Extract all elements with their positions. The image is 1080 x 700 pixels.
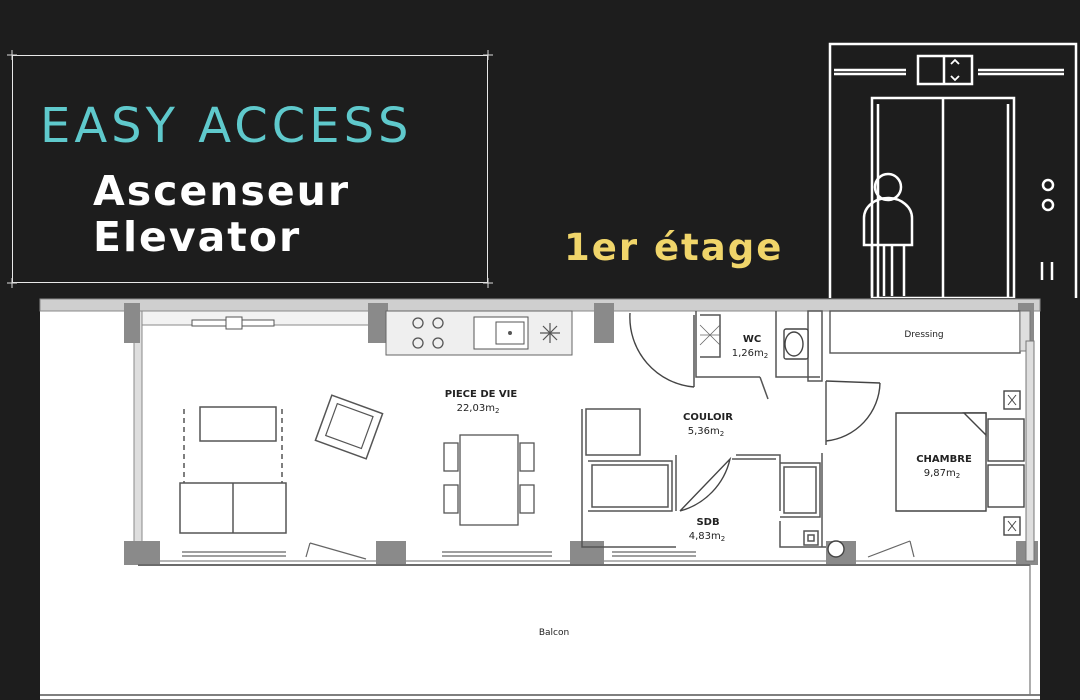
left-wall — [133, 310, 143, 562]
frame-corner-ornament — [483, 50, 493, 60]
room-name-couloir: COULOIR — [683, 412, 733, 423]
cooktop — [412, 317, 444, 349]
room-area-couloir: 5,36m2 — [688, 426, 724, 438]
room-name-wc: WC — [743, 334, 761, 345]
elevator-icon — [828, 42, 1078, 298]
floor-plan: PIECE DE VIE 22,03m2 COULOIR 5,36m2 WC 1… — [39, 298, 1041, 700]
room-name-balcon: Balcon — [539, 628, 569, 638]
column — [594, 303, 614, 343]
floor-label: 1er étage — [564, 226, 784, 269]
right-wall — [1019, 310, 1031, 352]
window-handle — [225, 316, 243, 330]
right-wall — [1025, 340, 1035, 562]
interior-walls — [581, 408, 826, 548]
room-area-chambre: 9,87m2 — [924, 468, 960, 480]
window-bottom — [182, 540, 915, 560]
column — [124, 303, 140, 343]
shower-hatch — [699, 324, 721, 346]
frame-corner-ornament — [483, 278, 493, 288]
sofa — [179, 406, 287, 534]
toilet-icon — [783, 328, 809, 360]
banner-frame — [7, 50, 493, 288]
door-chambre — [825, 382, 881, 442]
top-wall — [39, 298, 1041, 312]
kitchen-sink — [473, 316, 529, 350]
frame-corner-ornament — [7, 278, 17, 288]
balcony-area — [40, 565, 1040, 700]
banner-subtitle-fr: Ascenseur — [93, 167, 351, 215]
column — [368, 303, 388, 343]
banner-title: EASY ACCESS — [40, 98, 413, 154]
room-area-wc: 1,26m2 — [732, 348, 768, 360]
room-area-sdb: 4,83m2 — [689, 531, 725, 543]
room-name-sdb: SDB — [696, 517, 719, 528]
room-area-piece-de-vie: 22,03m2 — [457, 403, 500, 415]
room-name-chambre: CHAMBRE — [916, 454, 972, 465]
room-name-dressing: Dressing — [904, 330, 943, 340]
fridge-icon — [540, 323, 560, 343]
entry-door — [629, 312, 695, 388]
pipe-marker — [827, 540, 845, 558]
banner-subtitle-en: Elevator — [93, 213, 302, 261]
frame-corner-ornament — [7, 50, 17, 60]
bed — [895, 390, 1025, 536]
door-sdb — [679, 456, 732, 512]
room-name-piece-de-vie: PIECE DE VIE — [445, 389, 518, 400]
armchair — [314, 394, 384, 460]
dining-table — [443, 434, 535, 526]
